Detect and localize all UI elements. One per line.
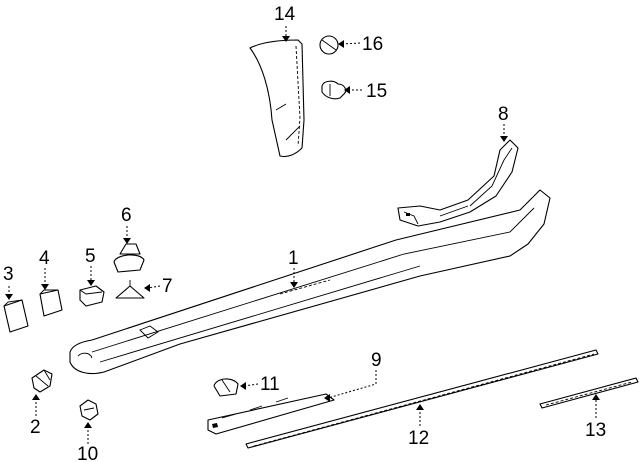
part-4-clip-block[interactable] <box>39 289 63 317</box>
part-3-bracket[interactable] <box>3 299 29 333</box>
callout-15: 15 <box>366 81 387 102</box>
part-8-rear-bracket[interactable] <box>397 139 519 227</box>
part-2-spring-clip[interactable] <box>31 369 53 393</box>
callout-1: 1 <box>288 248 299 269</box>
part-5-retainer[interactable] <box>79 285 105 307</box>
part-10-nut[interactable] <box>79 399 99 421</box>
callout-labels: 14 16 15 8 1 3 4 5 6 7 2 10 11 9 12 13 <box>3 4 606 462</box>
part-1-rocker-molding[interactable] <box>69 189 551 375</box>
part-11-fastener[interactable] <box>213 378 239 397</box>
callout-12: 12 <box>408 428 429 449</box>
leader-lines <box>5 26 600 444</box>
callout-14: 14 <box>274 4 296 25</box>
part-16-round-clip[interactable] <box>319 35 339 55</box>
callout-9: 9 <box>371 350 382 371</box>
part-14-pillar-trim[interactable] <box>249 39 305 158</box>
part-9-lower-bracket[interactable] <box>207 393 335 435</box>
callout-8: 8 <box>498 104 509 125</box>
callout-6: 6 <box>121 205 132 226</box>
callout-16: 16 <box>362 34 383 55</box>
part-6-grommet[interactable] <box>113 243 145 273</box>
callout-7: 7 <box>162 276 173 297</box>
callout-10: 10 <box>77 444 98 462</box>
callout-11: 11 <box>260 374 280 395</box>
part-7-push-clip[interactable] <box>115 280 145 299</box>
callout-3: 3 <box>3 264 14 285</box>
part-12-seal-strip[interactable] <box>245 349 599 449</box>
part-13-molding-strip[interactable] <box>539 377 639 409</box>
callout-4: 4 <box>39 248 50 269</box>
callout-2: 2 <box>30 417 41 438</box>
part-15-clip[interactable] <box>321 80 347 100</box>
callout-5: 5 <box>85 246 96 267</box>
callout-13: 13 <box>585 420 606 441</box>
